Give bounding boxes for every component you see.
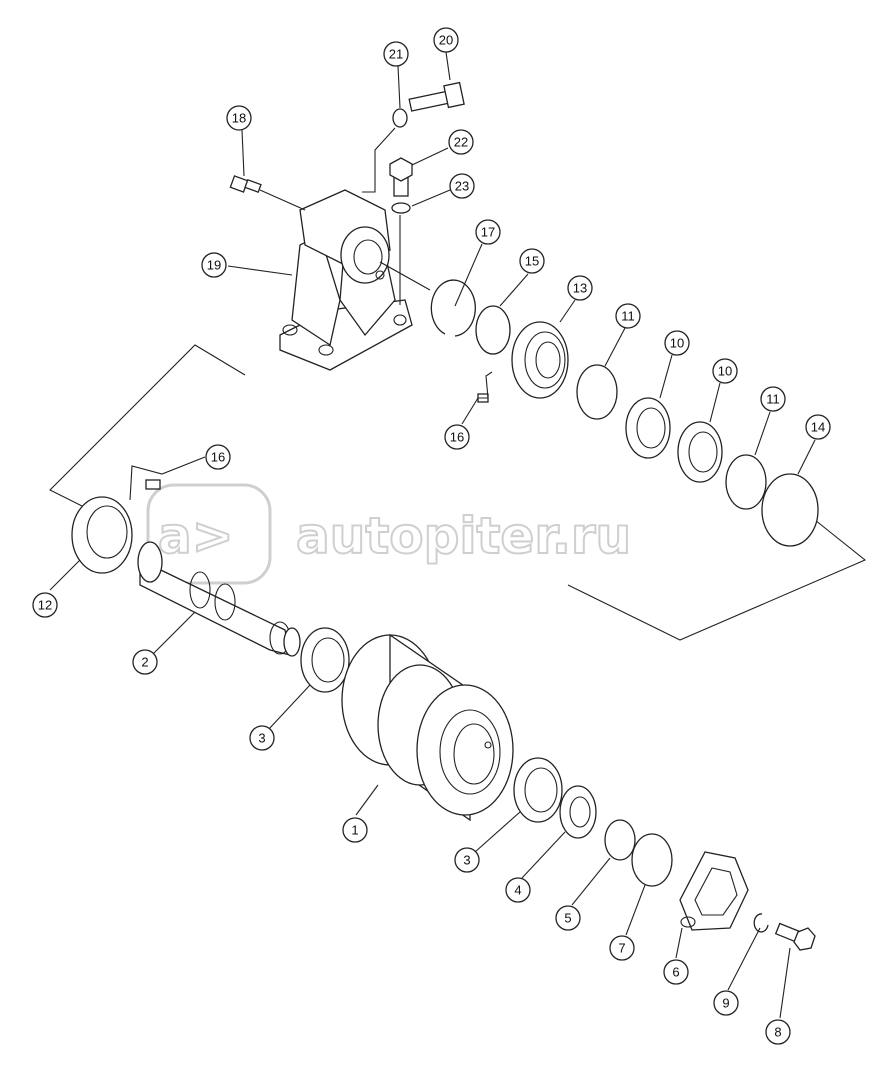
- callout-label: 19: [207, 258, 221, 273]
- callout-label: 14: [811, 420, 825, 435]
- seal-part-4: [559, 785, 597, 839]
- callout-10-upper: 10: [664, 330, 690, 356]
- callout-16-upper: 16: [444, 424, 470, 450]
- callout-label: 3: [258, 731, 265, 746]
- callout-16-lower: 16: [205, 444, 231, 470]
- seal-part-10-lower: [677, 421, 723, 483]
- callout-label: 3: [463, 853, 470, 868]
- callout-label: 5: [564, 911, 571, 926]
- bearing-part-3-upper: [300, 627, 350, 693]
- callout-label: 22: [454, 135, 468, 150]
- callout-17: 17: [475, 219, 501, 245]
- seal-part-10-upper: [625, 397, 671, 459]
- callout-12: 12: [32, 592, 58, 618]
- snap-ring-part-17: [430, 279, 476, 337]
- callout-10-lower: 10: [712, 358, 738, 384]
- washer-part-23: [391, 202, 411, 214]
- callout-label: 4: [514, 883, 521, 898]
- callout-5: 5: [555, 905, 581, 931]
- watermark: a> autopiter.ru: [146, 483, 632, 585]
- callout-label: 21: [389, 47, 403, 62]
- bolt-part-22: [389, 157, 413, 197]
- bearing-part-13: [511, 321, 569, 399]
- callout-label: 1: [351, 823, 358, 838]
- guide-line-left: [49, 344, 246, 516]
- callout-label: 6: [672, 965, 679, 980]
- callout-label: 11: [621, 309, 635, 324]
- callout-label: 8: [774, 1025, 781, 1040]
- o-ring-part-11-lower: [725, 454, 767, 510]
- callout-label: 10: [718, 364, 732, 379]
- callout-2: 2: [132, 649, 158, 675]
- callout-7: 7: [609, 935, 635, 961]
- callout-18: 18: [226, 105, 252, 131]
- watermark-text: autopiter.ru: [296, 507, 631, 565]
- callout-3-lower: 3: [454, 847, 480, 873]
- callout-9: 9: [713, 990, 739, 1016]
- callout-label: 17: [481, 225, 495, 240]
- callout-label: 11: [766, 392, 780, 407]
- o-ring-part-11-upper: [576, 364, 618, 420]
- o-ring-part-14: [761, 473, 819, 547]
- callout-6: 6: [663, 959, 689, 985]
- callout-19: 19: [201, 252, 227, 278]
- pin-part-16-lower: [145, 479, 161, 490]
- callout-21: 21: [383, 41, 409, 67]
- washer-part-21: [392, 108, 408, 128]
- guide-lines: [49, 344, 867, 641]
- callout-label: 7: [618, 941, 625, 956]
- callout-label: 12: [38, 598, 52, 613]
- callout-22: 22: [448, 129, 474, 155]
- callout-15: 15: [519, 248, 545, 274]
- callout-14: 14: [805, 414, 831, 440]
- callout-label: 16: [450, 430, 464, 445]
- o-ring-part-7: [631, 833, 673, 887]
- lock-washer-part-9: [753, 913, 769, 933]
- callout-11-upper: 11: [615, 303, 641, 329]
- callout-label: 15: [525, 254, 539, 269]
- callout-8: 8: [765, 1019, 791, 1045]
- callout-label: 23: [455, 179, 469, 194]
- callout-23: 23: [449, 173, 475, 199]
- guide-line-right: [567, 519, 867, 641]
- callout-label: 13: [573, 281, 587, 296]
- callout-label: 2: [141, 655, 148, 670]
- bolt-part-18: [229, 175, 262, 193]
- watermark-logo: a>: [158, 507, 234, 565]
- callout-label: 20: [439, 33, 453, 48]
- callout-1: 1: [342, 817, 368, 843]
- callout-4: 4: [505, 877, 531, 903]
- bolt-part-20: [408, 81, 465, 112]
- callout-label: 18: [232, 111, 246, 126]
- roller-part-1: [341, 633, 514, 822]
- o-ring-part-15: [475, 305, 511, 355]
- collar-part-12: [71, 496, 133, 574]
- housing-part-19: [279, 189, 413, 371]
- callout-label: 9: [722, 996, 729, 1011]
- callout-label: 16: [211, 450, 225, 465]
- callout-11-lower: 11: [760, 386, 786, 412]
- o-ring-part-5: [604, 819, 636, 861]
- cap-part-6: [679, 851, 749, 931]
- leader-lines: [49, 51, 816, 1019]
- bearing-part-3-lower: [513, 757, 563, 823]
- shaft-part-2: [137, 541, 301, 657]
- bolt-part-8: [774, 922, 816, 951]
- callout-label: 10: [670, 336, 684, 351]
- callout-13: 13: [567, 275, 593, 301]
- callout-20: 20: [433, 27, 459, 53]
- callout-3-upper: 3: [249, 725, 275, 751]
